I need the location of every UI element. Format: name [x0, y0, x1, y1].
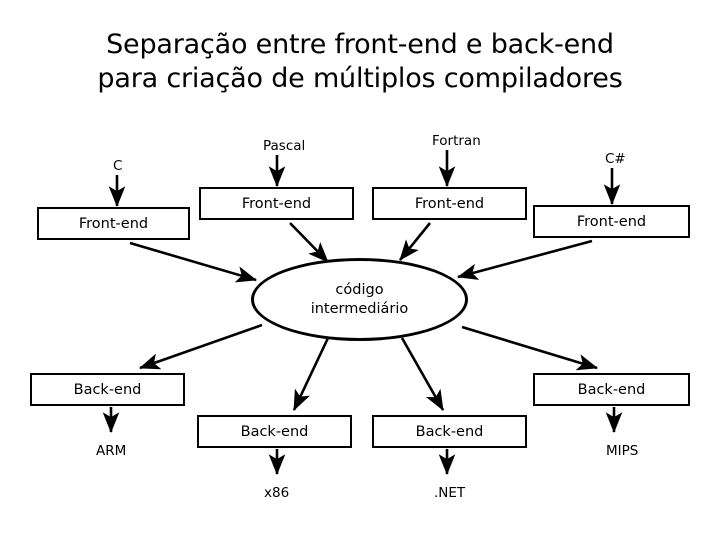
frontend-box-c[interactable]: Front-end [37, 207, 190, 240]
arrow-frontend-pascal-to-intermediate [289, 222, 329, 263]
target-label-x86: x86 [264, 485, 290, 501]
arrow-intermediate-to-backend-mips [461, 325, 598, 371]
page-title: Separação entre front-end e back-end par… [30, 28, 690, 96]
arrow-frontend-csharp-to-intermediate [456, 239, 593, 280]
frontend-box-fortran[interactable]: Front-end [372, 187, 527, 220]
arrow-intermediate-to-backend-x86 [292, 337, 330, 411]
backend-box-x86[interactable]: Back-end [197, 415, 352, 448]
source-label-c: C [113, 158, 123, 174]
target-label-mips: MIPS [606, 443, 639, 459]
source-label-pascal: Pascal [263, 138, 306, 154]
frontend-box-pascal[interactable]: Front-end [199, 187, 354, 220]
target-label-net: .NET [434, 485, 466, 501]
arrow-frontend-fortran-to-intermediate [398, 222, 432, 261]
backend-box-arm[interactable]: Back-end [30, 373, 185, 406]
intermediate-code-ellipse[interactable]: código intermediário [251, 258, 468, 341]
source-label-fortran: Fortran [432, 133, 481, 149]
page-title-line-1: Separação entre front-end e back-end [106, 29, 614, 60]
source-label-csharp: C# [605, 151, 626, 167]
target-label-arm: ARM [96, 443, 127, 459]
intermediate-code-line-1: código [335, 281, 384, 298]
frontend-box-csharp[interactable]: Front-end [533, 205, 690, 238]
backend-box-mips[interactable]: Back-end [533, 373, 690, 406]
arrow-intermediate-to-backend-arm [139, 323, 263, 370]
intermediate-code-line-2: intermediário [310, 300, 409, 317]
arrow-intermediate-to-backend-net [400, 337, 445, 411]
backend-box-net[interactable]: Back-end [372, 415, 527, 448]
page-title-line-2: para criação de múltiplos compiladores [97, 63, 623, 94]
arrow-frontend-c-to-intermediate [129, 241, 257, 283]
